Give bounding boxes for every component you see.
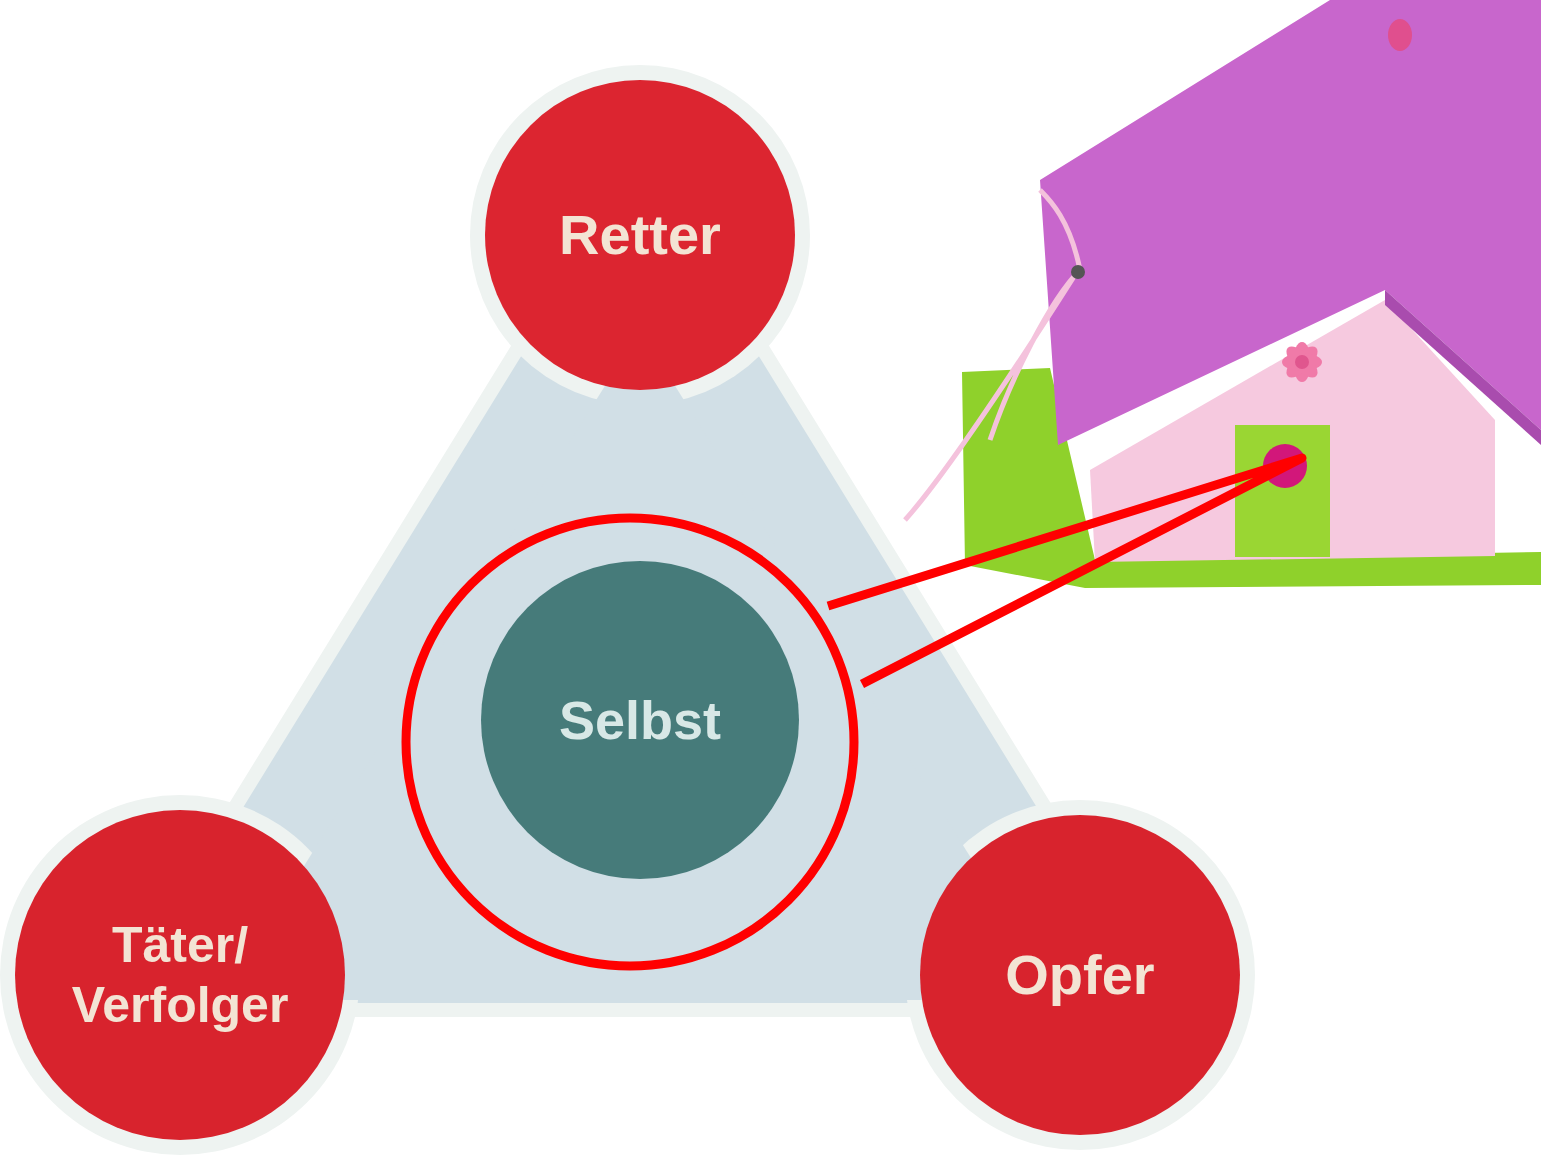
flower	[1281, 341, 1322, 382]
roof-button	[1388, 19, 1412, 51]
node-label: Täter/ Verfolger	[55, 915, 305, 1035]
circle-fill	[485, 80, 795, 390]
text-holder: Täter/ Verfolger	[55, 915, 305, 1035]
text-holder: Selbst	[510, 688, 770, 753]
roof-edge	[1385, 290, 1541, 445]
house-door	[1235, 425, 1330, 557]
circle-fill	[15, 810, 345, 1140]
text-holder: Retter	[510, 201, 770, 268]
circle-fill	[481, 561, 799, 879]
circle-ring	[0, 795, 360, 1155]
circle-fill	[920, 815, 1240, 1135]
text-holder: Opfer	[950, 941, 1210, 1008]
triangle-board	[0, 65, 1255, 1155]
node-label: Retter	[510, 201, 770, 268]
callout-ring	[406, 518, 854, 966]
node-label: Opfer	[950, 941, 1210, 1008]
role-circle: Opfer	[920, 815, 1240, 1135]
house-roof	[1040, 0, 1541, 445]
button	[1071, 265, 1085, 279]
role-circle: Retter	[485, 80, 795, 390]
triangle-fill	[220, 330, 1060, 1000]
circle-ring	[470, 65, 810, 405]
role-circle: Täter/ Verfolger	[15, 810, 345, 1140]
circle-shape	[15, 810, 345, 1140]
node-label: Selbst	[510, 688, 770, 753]
ribbon	[905, 190, 1080, 520]
self-circle: Selbst	[481, 561, 799, 879]
callout-line	[828, 458, 1302, 684]
